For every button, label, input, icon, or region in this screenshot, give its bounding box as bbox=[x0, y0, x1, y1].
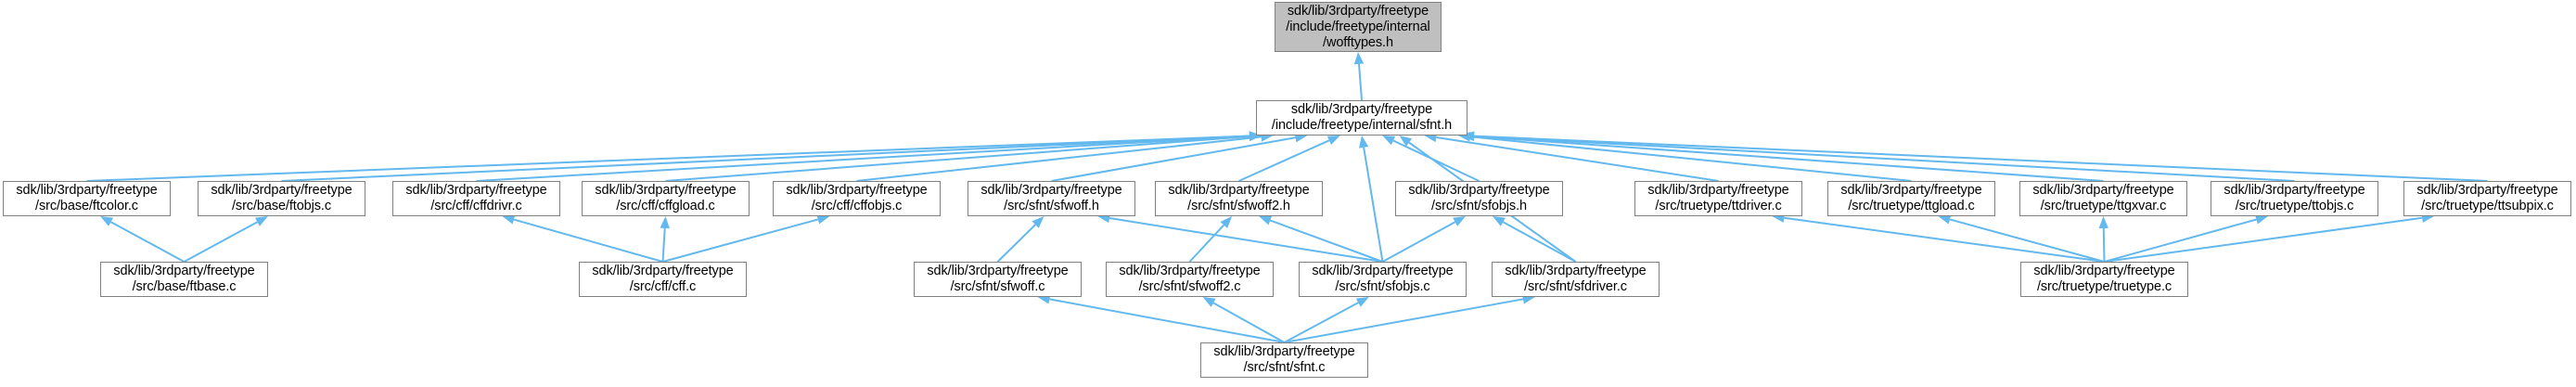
graph-edge bbox=[665, 131, 1262, 182]
graph-node-ttsubpix_c[interactable]: sdk/lib/3rdparty/freetype /src/truetype/… bbox=[2403, 181, 2571, 216]
graph-node-label: sdk/lib/3rdparty/freetype /src/truetype/… bbox=[1647, 183, 1789, 213]
graph-node-ftcolor_c[interactable]: sdk/lib/3rdparty/freetype /src/base/ftco… bbox=[3, 181, 171, 216]
graph-node-sfwoff2_c[interactable]: sdk/lib/3rdparty/freetype /src/sfnt/sfwo… bbox=[1106, 262, 1274, 297]
graph-node-cffdrivr_c[interactable]: sdk/lib/3rdparty/freetype /src/cff/cffdr… bbox=[392, 181, 560, 216]
graph-node-label: sdk/lib/3rdparty/freetype /src/cff/cffdr… bbox=[405, 183, 547, 213]
graph-edge bbox=[996, 216, 1044, 263]
graph-edge bbox=[1202, 297, 1285, 343]
graph-edge bbox=[1284, 297, 1369, 343]
graph-node-label: sdk/lib/3rdparty/freetype /src/truetype/… bbox=[1840, 183, 1982, 213]
graph-node-label: sdk/lib/3rdparty/freetype /src/sfnt/sfdr… bbox=[1505, 264, 1647, 294]
graph-edge bbox=[184, 216, 268, 263]
graph-edge bbox=[662, 214, 830, 263]
graph-node-cffobjs_c[interactable]: sdk/lib/3rdparty/freetype /src/cff/cffob… bbox=[773, 181, 941, 216]
graph-node-ftbase_c[interactable]: sdk/lib/3rdparty/freetype /src/base/ftba… bbox=[100, 262, 268, 297]
graph-edge bbox=[1238, 135, 1340, 182]
graph-node-sfobjs_h[interactable]: sdk/lib/3rdparty/freetype /src/sfnt/sfob… bbox=[1395, 181, 1563, 216]
graph-node-sfnt_c[interactable]: sdk/lib/3rdparty/freetype /src/sfnt/sfnt… bbox=[1200, 342, 1368, 378]
graph-edge bbox=[100, 216, 185, 263]
graph-node-label: sdk/lib/3rdparty/freetype /src/truetype/… bbox=[2224, 183, 2365, 213]
graph-node-label: sdk/lib/3rdparty/freetype /src/base/ftba… bbox=[113, 264, 255, 294]
graph-node-truetype_c[interactable]: sdk/lib/3rdparty/freetype /src/truetype/… bbox=[2020, 262, 2188, 297]
graph-node-label: sdk/lib/3rdparty/freetype /src/sfnt/sfwo… bbox=[980, 183, 1122, 213]
graph-node-ttobjs_c[interactable]: sdk/lib/3rdparty/freetype /src/truetype/… bbox=[2211, 181, 2378, 216]
graph-edge bbox=[1462, 131, 2488, 182]
graph-edge bbox=[2104, 214, 2268, 263]
graph-node-ftobjs_c[interactable]: sdk/lib/3rdparty/freetype /src/base/ftob… bbox=[198, 181, 365, 216]
graph-node-label: sdk/lib/3rdparty/freetype /src/sfnt/sfob… bbox=[1408, 183, 1550, 213]
graph-edge bbox=[1188, 216, 1233, 263]
graph-node-label: sdk/lib/3rdparty/freetype /src/base/ftco… bbox=[16, 183, 158, 213]
graph-node-label: sdk/lib/3rdparty/freetype /src/cff/cffob… bbox=[786, 183, 928, 213]
graph-node-label: sdk/lib/3rdparty/freetype /src/cff/cff.c bbox=[592, 264, 734, 294]
graph-edge bbox=[502, 214, 663, 263]
graph-node-cff_c[interactable]: sdk/lib/3rdparty/freetype /src/cff/cff.c bbox=[579, 262, 747, 297]
graph-edge bbox=[1382, 216, 1467, 263]
graph-node-label: sdk/lib/3rdparty/freetype /src/sfnt/sfwo… bbox=[927, 264, 1069, 294]
graph-node-label: sdk/lib/3rdparty/freetype /src/base/ftob… bbox=[211, 183, 352, 213]
graph-node-label: sdk/lib/3rdparty/freetype /src/truetype/… bbox=[2032, 183, 2174, 213]
graph-node-wofftypes_h[interactable]: sdk/lib/3rdparty/freetype /include/freet… bbox=[1275, 2, 1442, 52]
graph-node-ttgload_c[interactable]: sdk/lib/3rdparty/freetype /src/truetype/… bbox=[1827, 181, 1995, 216]
graph-node-label: sdk/lib/3rdparty/freetype /include/freet… bbox=[1286, 3, 1430, 50]
graph-edge bbox=[1938, 214, 2105, 263]
graph-edge bbox=[1358, 135, 1384, 263]
graph-node-sfobjs_c[interactable]: sdk/lib/3rdparty/freetype /src/sfnt/sfob… bbox=[1299, 262, 1467, 297]
graph-node-label: sdk/lib/3rdparty/freetype /src/sfnt/sfwo… bbox=[1168, 183, 1310, 213]
graph-node-sfwoff_c[interactable]: sdk/lib/3rdparty/freetype /src/sfnt/sfwo… bbox=[914, 262, 1082, 297]
graph-node-sfwoff_h[interactable]: sdk/lib/3rdparty/freetype /src/sfnt/sfwo… bbox=[968, 181, 1135, 216]
graph-node-sfnt_h[interactable]: sdk/lib/3rdparty/freetype /include/freet… bbox=[1256, 100, 1467, 135]
graph-node-label: sdk/lib/3rdparty/freetype /src/cff/cffgl… bbox=[595, 183, 737, 213]
graph-node-label: sdk/lib/3rdparty/freetype /src/sfnt/sfwo… bbox=[1119, 264, 1261, 294]
graph-node-label: sdk/lib/3rdparty/freetype /include/freet… bbox=[1271, 102, 1453, 133]
graph-node-label: sdk/lib/3rdparty/freetype /src/sfnt/sfnt… bbox=[1213, 344, 1355, 375]
graph-edge bbox=[2098, 216, 2108, 263]
graph-node-label: sdk/lib/3rdparty/freetype /src/truetype/… bbox=[2033, 264, 2175, 294]
graph-edge bbox=[1492, 216, 1576, 263]
graph-node-label: sdk/lib/3rdparty/freetype /src/sfnt/sfob… bbox=[1312, 264, 1454, 294]
graph-node-label: sdk/lib/3rdparty/freetype /src/truetype/… bbox=[2416, 183, 2558, 213]
graph-node-cffgload_c[interactable]: sdk/lib/3rdparty/freetype /src/cff/cffgl… bbox=[582, 181, 750, 216]
graph-node-ttdriver_c[interactable]: sdk/lib/3rdparty/freetype /src/truetype/… bbox=[1634, 181, 1802, 216]
graph-edge bbox=[660, 216, 670, 263]
graph-edge bbox=[1353, 52, 1365, 101]
graph-node-ttgxvar_c[interactable]: sdk/lib/3rdparty/freetype /src/truetype/… bbox=[2019, 181, 2187, 216]
graph-node-sfdriver_c[interactable]: sdk/lib/3rdparty/freetype /src/sfnt/sfdr… bbox=[1492, 262, 1660, 297]
graph-edge bbox=[1259, 215, 1383, 263]
graph-node-sfwoff2_h[interactable]: sdk/lib/3rdparty/freetype /src/sfnt/sfwo… bbox=[1155, 181, 1323, 216]
